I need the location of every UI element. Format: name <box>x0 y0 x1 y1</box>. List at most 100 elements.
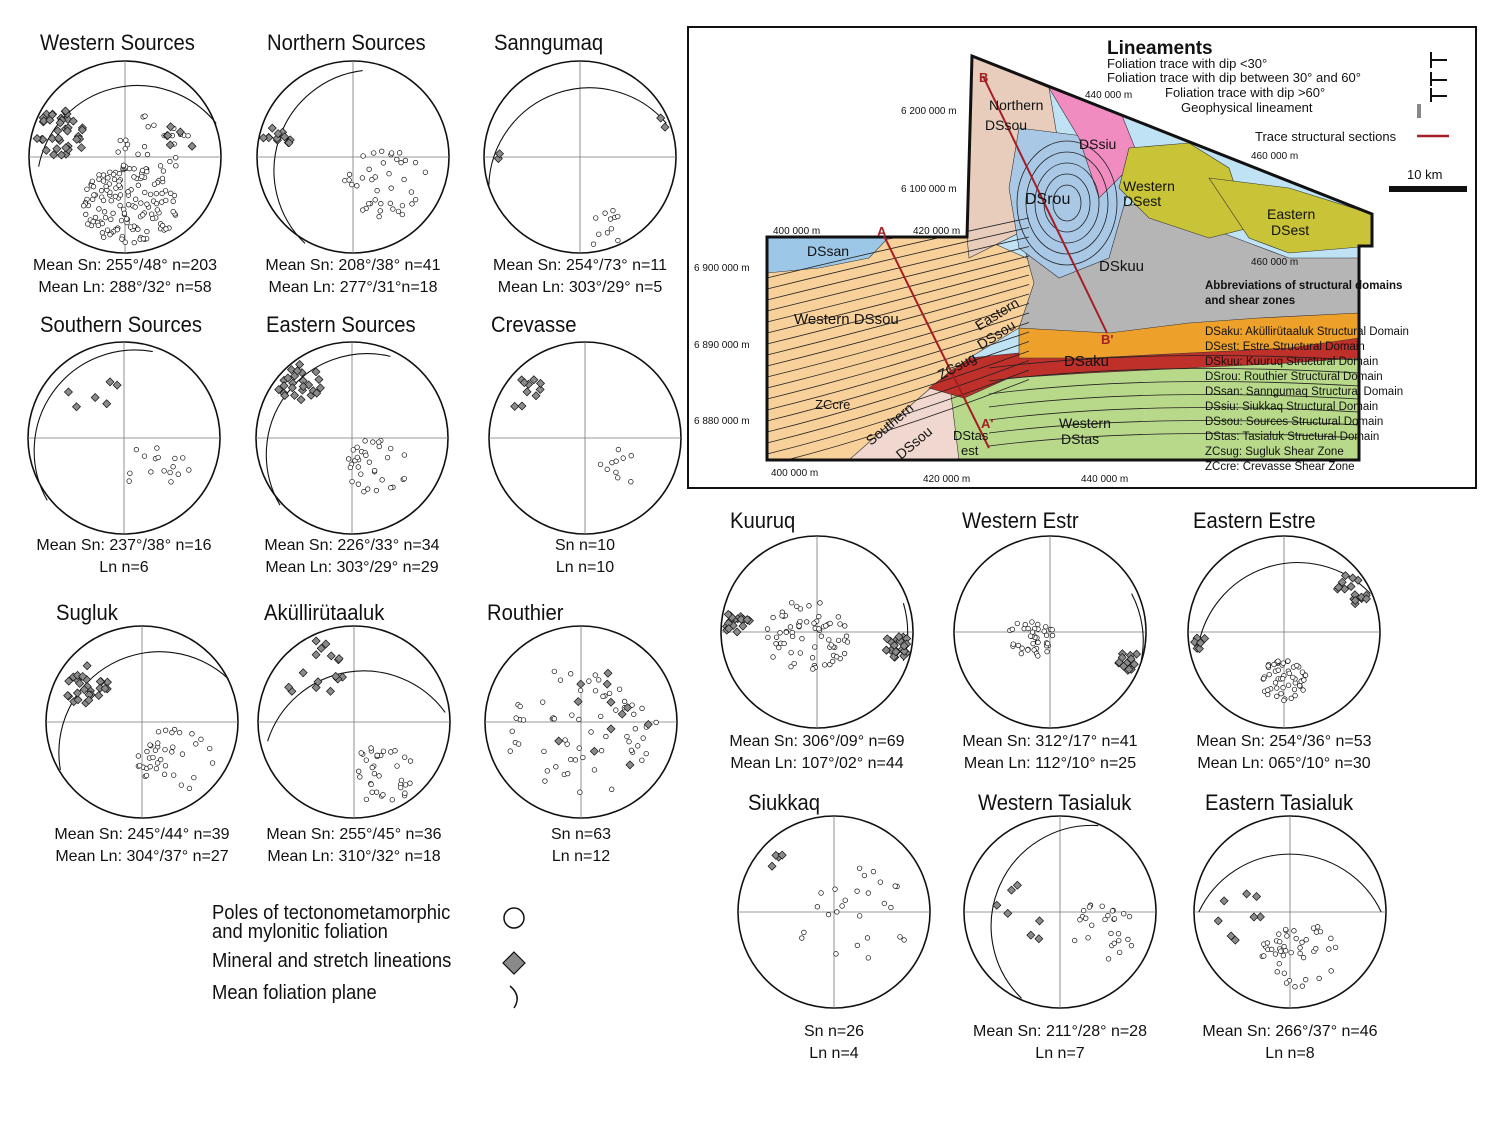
lineation-marker <box>79 685 89 695</box>
stereonet-caption-sn: Mean Sn: 237°/38° n=16 <box>36 537 212 554</box>
lineation-marker <box>771 850 781 860</box>
lineation-marker <box>529 375 539 385</box>
foliation-pole <box>804 619 810 625</box>
foliation-pole <box>1271 661 1277 668</box>
stereonet-plot <box>1187 535 1381 729</box>
foliation-pole <box>398 159 404 166</box>
foliation-pole <box>586 678 592 684</box>
foliation-trace <box>767 369 1030 455</box>
foliation-pole <box>366 200 372 207</box>
foliation-pole <box>610 207 616 214</box>
foliation-pole <box>1274 685 1280 691</box>
section-letters: A A' B B' <box>877 70 1113 431</box>
stereonet-caption-sn: Mean Sn: 254°/36° n=53 <box>1196 733 1372 750</box>
label-western-dssou: Western DSsou <box>794 311 899 328</box>
foliation-pole <box>158 757 164 763</box>
stereonet-caption-sn: Sn n=26 <box>803 1023 865 1040</box>
foliation-pole <box>388 485 394 491</box>
foliation-pole <box>398 784 404 791</box>
foliation-pole <box>123 137 129 143</box>
section-trace-b <box>982 75 1108 334</box>
foliation-pole <box>384 454 391 461</box>
foliation-pole <box>390 206 396 212</box>
foliation-pole <box>155 729 162 735</box>
foliation-pole <box>897 934 903 940</box>
foliation-pole <box>1297 945 1303 951</box>
foliation-pole <box>1281 697 1287 704</box>
foliation-pole <box>781 640 787 647</box>
stereonet-caption-ln: Ln n=8 <box>1265 1045 1315 1062</box>
coordinate-labels: 6 200 000 m 6 100 000 m 6 900 000 m 6 89… <box>694 90 1298 485</box>
lineation-marker <box>1003 908 1013 918</box>
lineation-marker <box>606 697 616 707</box>
lineation-marker <box>315 383 325 393</box>
foliation-pole <box>402 157 409 164</box>
stereonet-caption-ln: Ln n=7 <box>1035 1045 1085 1062</box>
foliation-pole <box>1299 939 1305 945</box>
lineation-marker <box>331 671 341 681</box>
foliation-pole <box>865 890 871 896</box>
lineation-marker <box>73 695 83 705</box>
foliation-pole <box>371 468 378 474</box>
lineation-marker <box>554 736 564 746</box>
foliation-pole <box>186 467 192 473</box>
coord-e460-mid: 460 000 m <box>1251 257 1298 268</box>
foliation-pole <box>160 168 167 174</box>
foliation-pole <box>568 756 574 763</box>
foliation-pole <box>830 658 836 665</box>
foliation-pole <box>154 207 161 213</box>
lineation-marker <box>68 116 78 126</box>
foliation-pole <box>507 748 513 754</box>
abbrev-title-line1: Abbreviations of structural domains <box>1205 280 1402 292</box>
foliation-pole <box>387 200 393 206</box>
foliation-pole <box>557 677 564 683</box>
foliation-pole <box>168 479 174 485</box>
foliation-pole <box>779 613 785 619</box>
stereonet-caption-sn: Mean Sn: 312°/17° n=41 <box>962 733 1138 750</box>
foliation-pole <box>139 167 146 174</box>
foliation-pole <box>372 197 378 203</box>
foliation-pole <box>542 778 548 784</box>
foliation-pole <box>1297 683 1303 689</box>
foliation-pole <box>1043 624 1049 630</box>
foliation-pole <box>349 478 355 485</box>
foliation-pole <box>132 196 139 202</box>
foliation-pole <box>870 868 877 875</box>
stereonet-caption-ln: Ln n=12 <box>551 848 611 865</box>
foliation-pole <box>111 176 118 183</box>
lineation-marker <box>1007 885 1016 895</box>
foliation-pole <box>613 469 619 475</box>
foliation-pole <box>108 216 114 222</box>
foliation-pole <box>178 782 184 788</box>
foliation-pole <box>591 767 598 773</box>
foliation-pole <box>163 226 169 232</box>
label-zccre: ZCcre <box>815 397 850 412</box>
foliation-pole <box>127 470 133 476</box>
lineation-marker <box>531 391 541 401</box>
foliation-pole <box>789 633 796 640</box>
foliation-pole <box>631 711 637 717</box>
lineation-marker <box>1252 891 1262 901</box>
foliation-trace <box>767 255 1030 323</box>
foliation-pole <box>854 942 861 949</box>
foliation-pole <box>615 213 621 220</box>
mean-foliation-plane <box>488 87 667 186</box>
foliation-pole <box>818 633 825 639</box>
foliation-pole <box>1276 961 1282 967</box>
foliation-pole <box>520 717 527 723</box>
foliation-pole <box>1108 930 1114 937</box>
foliation-pole <box>90 184 97 190</box>
foliation-pole <box>1117 949 1123 956</box>
foliation-pole <box>138 200 144 206</box>
foliation-pole <box>371 770 378 777</box>
foliation-pole <box>346 177 352 183</box>
foliation-pole <box>408 189 415 195</box>
foliation-pole <box>864 935 871 941</box>
stereonet-caption-sn: Mean Sn: 208°/38° n=41 <box>265 257 441 274</box>
stereonet-caption-ln: Mean Ln: 277°/31°n=18 <box>268 279 438 296</box>
foliation-pole <box>207 745 213 752</box>
foliation-pole <box>1272 680 1279 686</box>
foliation-pole <box>629 702 635 708</box>
foliation-pole <box>1280 676 1286 682</box>
foliation-pole <box>810 666 816 672</box>
